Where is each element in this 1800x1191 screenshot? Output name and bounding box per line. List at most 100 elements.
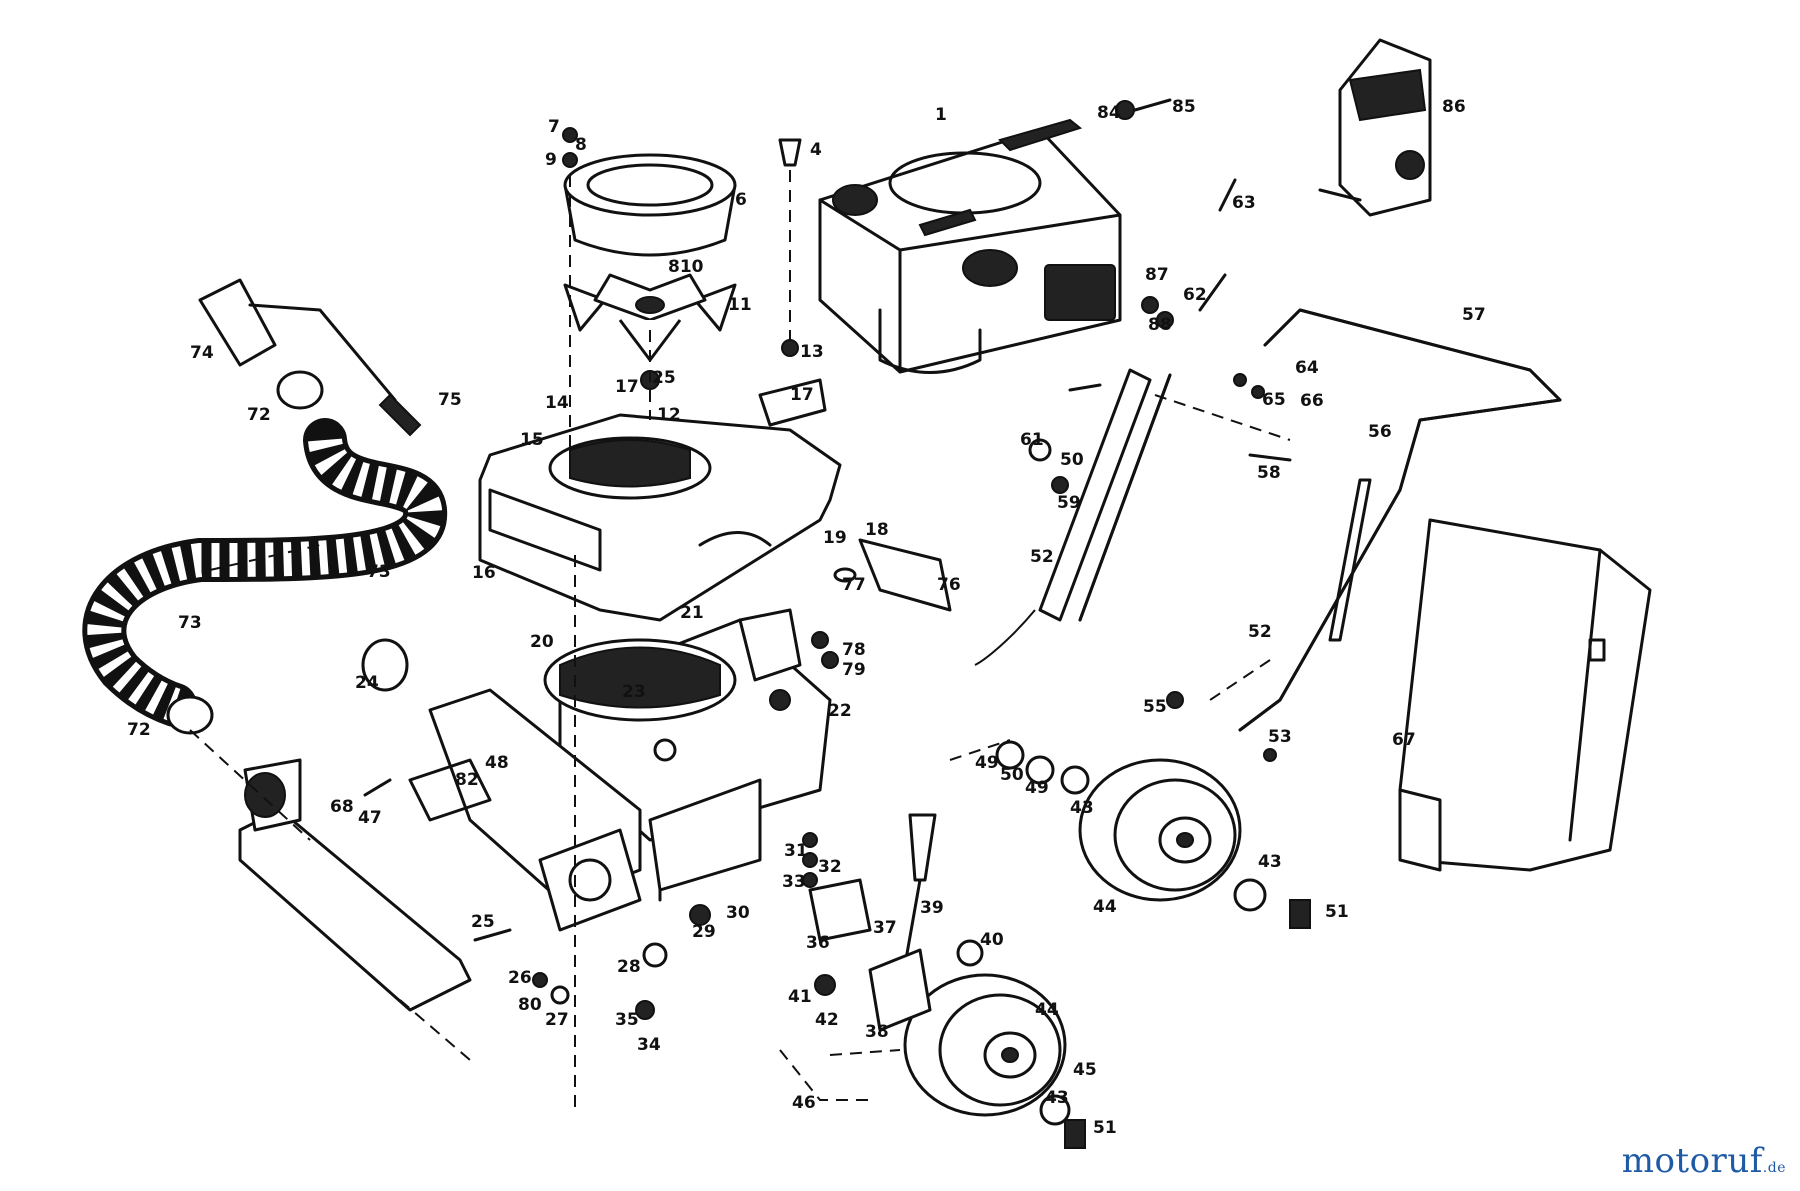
label-44b: 44 bbox=[1035, 1000, 1059, 1020]
label-36: 36 bbox=[806, 933, 830, 953]
label-6: 6 bbox=[735, 190, 747, 210]
label-38: 38 bbox=[865, 1022, 889, 1042]
handle-57 bbox=[974, 308, 1562, 732]
label-43c: 43 bbox=[1045, 1088, 1069, 1108]
watermark-logo: motoruf.de bbox=[1622, 1141, 1786, 1181]
label-57: 57 bbox=[1462, 305, 1486, 325]
label-73b: 73 bbox=[178, 613, 202, 633]
watermark-brand: motoruf bbox=[1621, 1141, 1763, 1181]
label-28: 28 bbox=[617, 957, 641, 977]
label-59: 59 bbox=[1057, 493, 1081, 513]
label-4: 4 bbox=[810, 140, 822, 160]
label-24: 24 bbox=[355, 673, 379, 693]
label-12: 12 bbox=[657, 405, 681, 425]
label-21: 21 bbox=[680, 603, 704, 623]
label-67: 67 bbox=[1392, 730, 1416, 750]
label-33: 33 bbox=[782, 872, 806, 892]
fan-impeller-11 bbox=[563, 273, 737, 362]
label-50b: 50 bbox=[1060, 450, 1084, 470]
part-number-labels: 1 4 6 7 8 9 810 11 12 13 14 15 16 17 17 … bbox=[127, 97, 1486, 1138]
label-77: 77 bbox=[842, 575, 866, 595]
label-15: 15 bbox=[520, 430, 544, 450]
label-47: 47 bbox=[358, 808, 382, 828]
label-22: 22 bbox=[828, 701, 852, 721]
label-13: 13 bbox=[800, 342, 824, 362]
discharge-chute-70 bbox=[238, 758, 472, 1012]
label-64: 64 bbox=[1295, 358, 1319, 378]
label-16: 16 bbox=[472, 563, 496, 583]
hardware-bits bbox=[361, 98, 1311, 1149]
label-63: 63 bbox=[1232, 193, 1256, 213]
label-61: 61 bbox=[1020, 430, 1044, 450]
label-26: 26 bbox=[508, 968, 532, 988]
label-46: 46 bbox=[792, 1093, 816, 1113]
label-25: 25 bbox=[471, 912, 495, 932]
label-7: 7 bbox=[548, 117, 560, 137]
label-40: 40 bbox=[980, 930, 1004, 950]
label-49b: 49 bbox=[1025, 778, 1049, 798]
label-51b: 51 bbox=[1093, 1118, 1117, 1138]
fan-housing-6 bbox=[563, 153, 737, 257]
label-76: 76 bbox=[937, 575, 961, 595]
label-74: 74 bbox=[190, 343, 214, 363]
height-lever-39 bbox=[808, 813, 937, 1032]
label-810: 810 bbox=[668, 257, 704, 277]
label-73a: 73 bbox=[367, 562, 391, 582]
wheel-44-right bbox=[1078, 758, 1242, 902]
label-56: 56 bbox=[1368, 422, 1392, 442]
label-65: 65 bbox=[1262, 390, 1286, 410]
engine-assembly bbox=[818, 118, 1122, 374]
label-48: 48 bbox=[485, 753, 509, 773]
grass-bag-67 bbox=[1398, 518, 1652, 872]
label-34: 34 bbox=[637, 1035, 661, 1055]
label-53: 53 bbox=[1268, 727, 1292, 747]
label-35: 35 bbox=[615, 1010, 639, 1030]
label-8: 8 bbox=[575, 135, 587, 155]
label-88: 88 bbox=[1148, 315, 1172, 335]
label-82: 82 bbox=[455, 770, 479, 790]
label-55: 55 bbox=[1143, 697, 1167, 717]
label-9: 9 bbox=[545, 150, 557, 170]
label-85: 85 bbox=[1172, 97, 1196, 117]
label-44a: 44 bbox=[1093, 897, 1117, 917]
label-51a: 51 bbox=[1325, 902, 1349, 922]
label-87: 87 bbox=[1145, 265, 1169, 285]
label-84: 84 bbox=[1097, 103, 1121, 123]
label-62: 62 bbox=[1183, 285, 1207, 305]
label-78: 78 bbox=[842, 640, 866, 660]
label-29: 29 bbox=[692, 922, 716, 942]
label-30: 30 bbox=[726, 903, 750, 923]
label-58: 58 bbox=[1257, 463, 1281, 483]
label-66: 66 bbox=[1300, 391, 1324, 411]
label-20: 20 bbox=[530, 632, 554, 652]
label-11: 11 bbox=[728, 295, 752, 315]
label-18: 18 bbox=[865, 520, 889, 540]
label-45: 45 bbox=[1073, 1060, 1097, 1080]
label-43b: 43 bbox=[1258, 852, 1282, 872]
label-86: 86 bbox=[1442, 97, 1466, 117]
label-37: 37 bbox=[873, 918, 897, 938]
label-79: 79 bbox=[842, 660, 866, 680]
hose-clamp-72 bbox=[166, 370, 324, 735]
label-31: 31 bbox=[784, 841, 808, 861]
label-23: 23 bbox=[622, 682, 646, 702]
label-80: 80 bbox=[518, 995, 542, 1015]
shroud-15 bbox=[478, 378, 842, 622]
label-14: 14 bbox=[545, 393, 569, 413]
label-27: 27 bbox=[545, 1010, 569, 1030]
blower-housing-22 bbox=[543, 608, 832, 902]
label-52a: 52 bbox=[1030, 547, 1054, 567]
label-49a: 49 bbox=[975, 753, 999, 773]
suction-nozzle-74 bbox=[198, 278, 422, 437]
label-42: 42 bbox=[815, 1010, 839, 1030]
label-19: 19 bbox=[823, 528, 847, 548]
label-1: 1 bbox=[935, 105, 947, 125]
wheel-44-left bbox=[903, 973, 1067, 1117]
assembly-lines bbox=[189, 170, 1291, 1110]
label-39: 39 bbox=[920, 898, 944, 918]
label-41: 41 bbox=[788, 987, 812, 1007]
label-68: 68 bbox=[330, 797, 354, 817]
label-17: 17 bbox=[790, 385, 814, 405]
label-25b: 25 bbox=[652, 368, 676, 388]
